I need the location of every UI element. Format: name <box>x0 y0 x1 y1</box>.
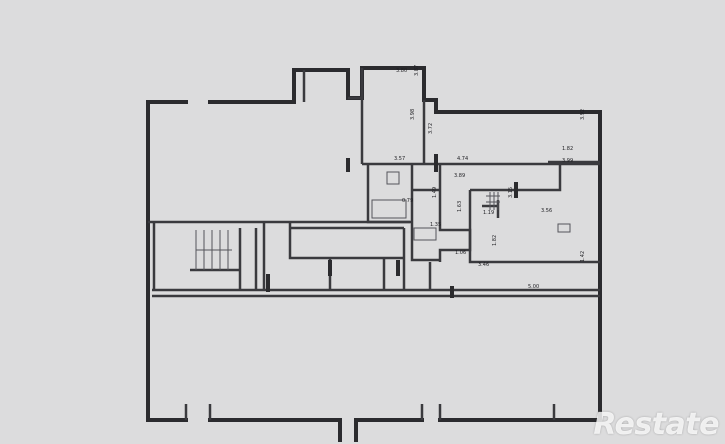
dimension-label: 3.89 <box>454 173 465 179</box>
room-wall-top <box>302 68 600 166</box>
dimension-label: 5.00 <box>528 284 539 290</box>
dimension-label: 1.63 <box>457 201 463 212</box>
staircase <box>195 230 232 270</box>
dimension-label: 1.42 <box>580 251 586 262</box>
kitchen-walls <box>468 160 600 264</box>
dimension-label: 3.87 <box>414 65 420 76</box>
dimension-label: 3.56 <box>541 208 552 214</box>
restate-logo: Restate <box>593 407 719 442</box>
dimension-label: 3.98 <box>410 109 416 120</box>
dimension-label: 1.35 <box>430 222 441 228</box>
door-ticks <box>266 154 518 298</box>
sink <box>386 171 400 185</box>
dimension-label: 1.19 <box>483 210 494 216</box>
dimension-label: 1.06 <box>455 250 466 256</box>
stove <box>557 223 571 233</box>
outer-wall <box>146 66 602 442</box>
dimension-label: 1.49 <box>432 187 438 198</box>
dimension-label: 3.15 <box>508 187 514 198</box>
dimension-label: 0.79 <box>402 198 413 204</box>
shower <box>413 227 437 241</box>
dimension-label: 3.57 <box>394 156 405 162</box>
dimension-label: 3.99 <box>562 158 573 164</box>
dimension-label: 3.72 <box>428 123 434 134</box>
dimension-label: 1.82 <box>562 146 573 152</box>
dimension-label: 3.92 <box>580 109 586 120</box>
dimension-label: 4.74 <box>457 156 468 162</box>
bathtub <box>371 199 407 219</box>
entrance-walls <box>184 404 556 420</box>
dimension-label: 3.80 <box>396 68 407 74</box>
dimension-label: 1.82 <box>492 235 498 246</box>
small-stair <box>486 192 500 210</box>
stairwell-walls <box>152 222 258 290</box>
dimension-label: 3.46 <box>478 262 489 268</box>
